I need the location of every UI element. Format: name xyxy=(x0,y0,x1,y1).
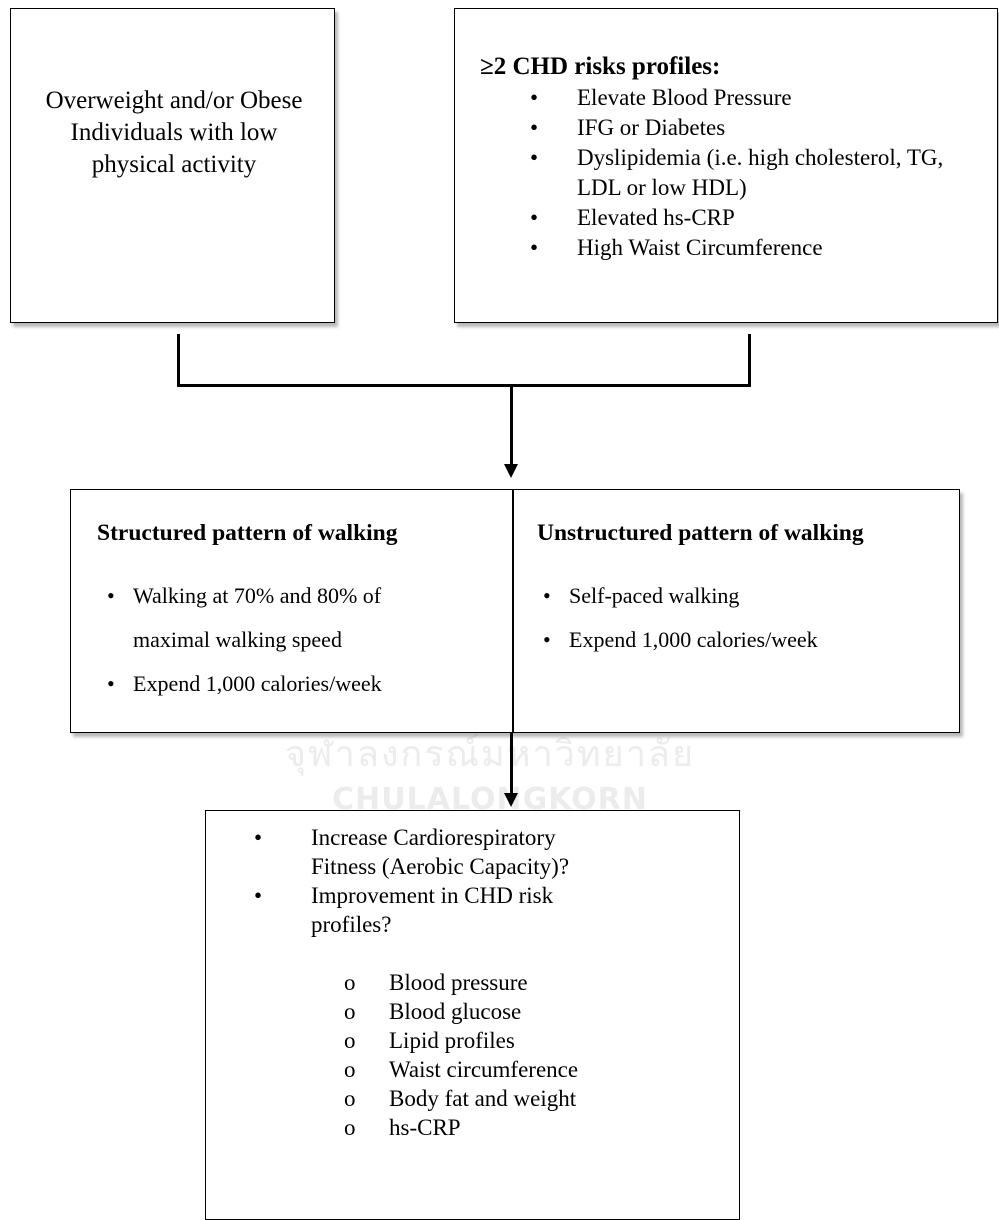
hollow-bullet-icon: o xyxy=(344,1028,356,1053)
connector-right-vertical xyxy=(748,334,751,387)
bullet-icon: • xyxy=(107,671,115,696)
list-item: •IFG or Diabetes xyxy=(530,113,990,143)
hollow-bullet-icon: o xyxy=(344,1115,356,1140)
list-item: •Expend 1,000 calories/week xyxy=(543,618,943,662)
list-item: •Expend 1,000 calories/week xyxy=(107,662,487,706)
arrow-down-icon xyxy=(504,793,518,807)
walking-patterns-divider xyxy=(512,490,514,732)
bullet-icon: • xyxy=(254,883,263,908)
bullet-icon: • xyxy=(254,825,263,850)
watermark-thai-text: จุฬาลงกรณ์มหาวิทยาลัย xyxy=(284,734,696,775)
bullet-icon: • xyxy=(530,145,539,170)
chd-risk-title: ≥2 CHD risks profiles: xyxy=(480,53,721,80)
list-item: •Elevate Blood Pressure xyxy=(530,83,990,113)
outcome-box: •Increase Cardiorespiratory Fitness (Aer… xyxy=(205,810,740,1220)
list-item: •Improvement in CHD risk profiles? xyxy=(254,883,554,937)
bullet-icon: • xyxy=(530,115,539,140)
outcome-list: •Increase Cardiorespiratory Fitness (Aer… xyxy=(254,823,714,939)
arrow-down-icon xyxy=(504,464,518,478)
bullet-icon: • xyxy=(107,583,115,608)
list-item: •Increase Cardiorespiratory Fitness (Aer… xyxy=(254,825,570,879)
chd-risk-list: •Elevate Blood Pressure •IFG or Diabetes… xyxy=(530,83,990,263)
list-item: •Dyslipidemia (i.e. high cholesterol, TG… xyxy=(530,145,944,200)
structured-list: •Walking at 70% and 80% of maximal walki… xyxy=(107,574,487,706)
structured-title: Structured pattern of walking xyxy=(97,520,398,546)
bullet-icon: • xyxy=(530,205,539,230)
population-text: Overweight and/or Obese Individuals with… xyxy=(45,87,303,178)
population-box: Overweight and/or Obese Individuals with… xyxy=(10,8,335,323)
bullet-icon: • xyxy=(543,583,551,608)
unstructured-title: Unstructured pattern of walking xyxy=(537,520,864,546)
list-item: •Walking at 70% and 80% of maximal walki… xyxy=(107,574,453,662)
bullet-icon: • xyxy=(530,235,539,260)
hollow-bullet-icon: o xyxy=(344,970,356,995)
bullet-icon: • xyxy=(543,627,551,652)
chd-risk-box: ≥2 CHD risks profiles: •Elevate Blood Pr… xyxy=(454,8,998,323)
connector-horizontal xyxy=(177,384,751,387)
list-item: •High Waist Circumference xyxy=(530,233,990,263)
connector-down-line xyxy=(510,387,513,467)
bullet-icon: • xyxy=(530,85,539,110)
hollow-bullet-icon: o xyxy=(344,1057,356,1082)
walking-patterns-box: Structured pattern of walking •Walking a… xyxy=(70,489,960,733)
list-item: •Elevated hs-CRP xyxy=(530,203,990,233)
list-item: •Self-paced walking xyxy=(543,574,943,618)
unstructured-list: •Self-paced walking •Expend 1,000 calori… xyxy=(543,574,943,662)
connector-left-vertical xyxy=(177,334,180,387)
hollow-bullet-icon: o xyxy=(344,999,356,1024)
connector-down-line-2 xyxy=(510,733,513,795)
hollow-bullet-icon: o xyxy=(344,1086,356,1111)
